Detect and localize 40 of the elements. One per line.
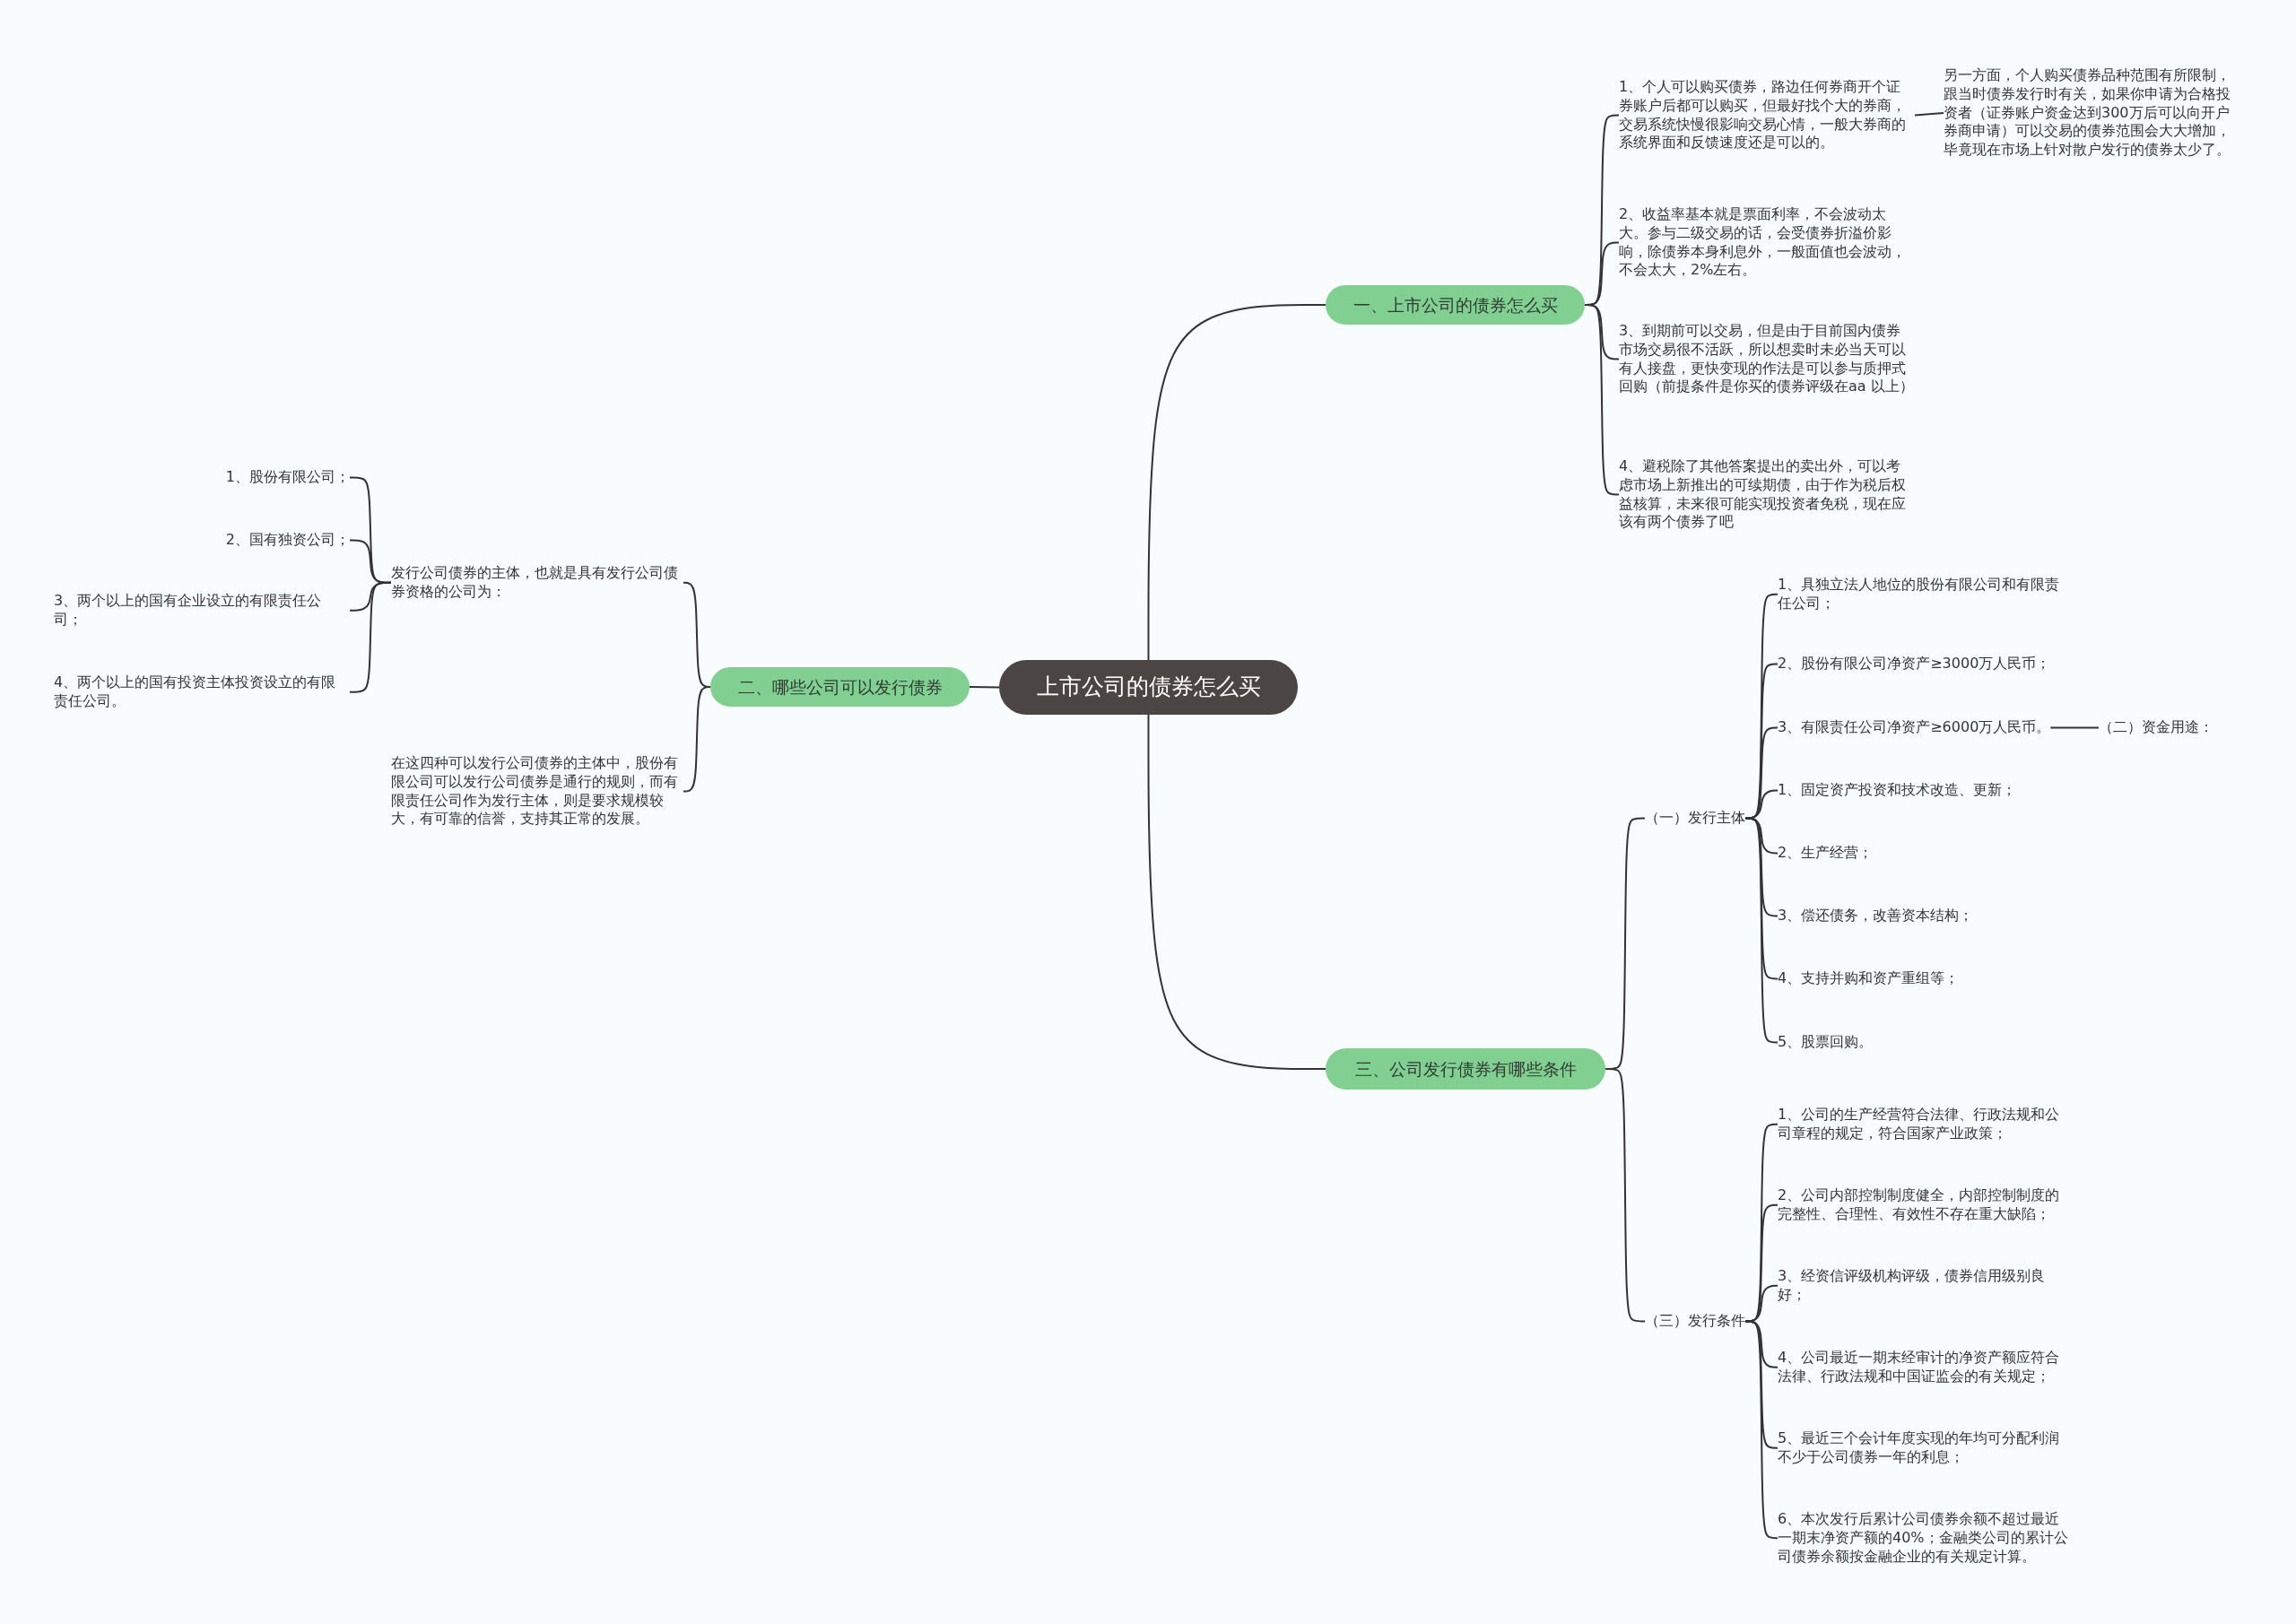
topic-text: 3、偿还债务，改善资本结构； [1778, 907, 1974, 925]
connector-line [1147, 304, 1326, 661]
topic-text: 2、生产经营； [1778, 844, 1874, 863]
topic-text: 1、股份有限公司； [54, 466, 350, 489]
topic-text: 2、公司内部控制制度健全，内部控制制度的完整性、合理性、有效性不存在重大缺陷； [1778, 1185, 2074, 1226]
branch-topic: 二、哪些公司可以发行债券 [710, 667, 970, 707]
topic-text: 发行公司债券的主体，也就是具有发行公司债券资格的公司为： [391, 562, 683, 604]
topic-text: 1、具独立法人地位的股份有限公司和有限责任公司； [1778, 574, 2074, 615]
topic-text: 3、有限责任公司净资产≥6000万人民币。 [1778, 718, 2051, 737]
connector-line [2049, 726, 2100, 729]
central-topic: 上市公司的债券怎么买 [999, 660, 1298, 715]
topic-text: 2、收益率基本就是票面利率，不会波动太大。参与二级交易的话，会受债券折溢价影响，除债券本身利息外，一般面值也会波动，不会太大，2%左右。 [1619, 204, 1915, 282]
topic-text: 1、个人可以购买债券，路边任何券商开个证券账户后都可以购买，但最好找个大的券商，交易系统快慢很影响交易心情，一般大券商的系统界面和反馈速度还是可以的。 [1619, 76, 1915, 155]
topic-text: 2、国有独资公司； [54, 529, 350, 551]
topic-text: 1、固定资产投资和技术改造、更新； [1778, 781, 2017, 800]
branch-topic: 三、公司发行债券有哪些条件 [1326, 1048, 1605, 1090]
connector-line [969, 686, 1000, 689]
topic-text: 在这四种可以发行公司债券的主体中，股份有限公司可以发行公司债券是通行的规则，而有限责任公司作为发行主体，则是要求规模较大，有可靠的信誉，支持其正常的发展。 [391, 752, 683, 831]
connector-line [1147, 714, 1326, 1070]
topic-text: 4、公司最近一期末经审计的净资产额应符合法律、行政法规和中国证监会的有关规定； [1778, 1347, 2074, 1388]
topic-text: 3、经资信评级机构评级，债券信用级别良好； [1778, 1265, 2074, 1307]
branch-topic: 一、上市公司的债券怎么买 [1326, 285, 1585, 325]
topic-text: 1、公司的生产经营符合法律、行政法规和公司章程的规定，符合国家产业政策； [1778, 1104, 2074, 1145]
topic-text: （三）发行条件 [1645, 1312, 1745, 1331]
connector-line [1584, 304, 1620, 496]
topic-text: 2、股份有限公司净资产≥3000万人民币； [1778, 655, 2074, 673]
topic-text: 3、两个以上的国有企业设立的有限责任公司； [54, 590, 350, 631]
topic-text: 3、到期前可以交易，但是由于目前国内债券市场交易很不活跃，所以想卖时未必当天可以有人接盘，更快变现的作法是可以参与质押式回购（前提条件是你买的债券评级在aa 以上） [1619, 320, 1915, 399]
connector-line [683, 686, 711, 793]
connector-line [1914, 112, 1944, 117]
topic-text: 5、股票回购。 [1778, 1033, 1874, 1052]
topic-text: 4、两个以上的国有投资主体投资设立的有限责任公司。 [54, 672, 350, 713]
topic-text: 4、避税除了其他答案提出的卖出外，可以考虑市场上新推出的可续期债，由于作为税后权益核算，未来很可能实现投资者免税，现在应该有两个债券了吧 [1619, 456, 1915, 534]
topic-text: 6、本次发行后累计公司债券余额不超过最近一期末净资产额的40%；金融类公司的累计公司债券余额按金融企业的有关规定计算。 [1778, 1508, 2074, 1568]
topic-text: 5、最近三个会计年度实现的年均可分配利润不少于公司债券一年的利息； [1778, 1428, 2074, 1469]
connector-line [1744, 1320, 1779, 1540]
topic-text: （二）资金用途： [2099, 718, 2213, 737]
topic-text: （一）发行主体 [1645, 809, 1745, 828]
topic-text: 另一方面，个人购买债券品种范围有所限制，跟当时债券发行时有关，如果你申请为合格投资者（证券账户资金达到300万后可以向开户券商申请）可以交易的债券范围会大大增加，毕竟现在市场上针对散户发行的债券太少了。 [1944, 65, 2239, 161]
topic-text: 4、支持并购和资产重组等； [1778, 969, 1960, 988]
